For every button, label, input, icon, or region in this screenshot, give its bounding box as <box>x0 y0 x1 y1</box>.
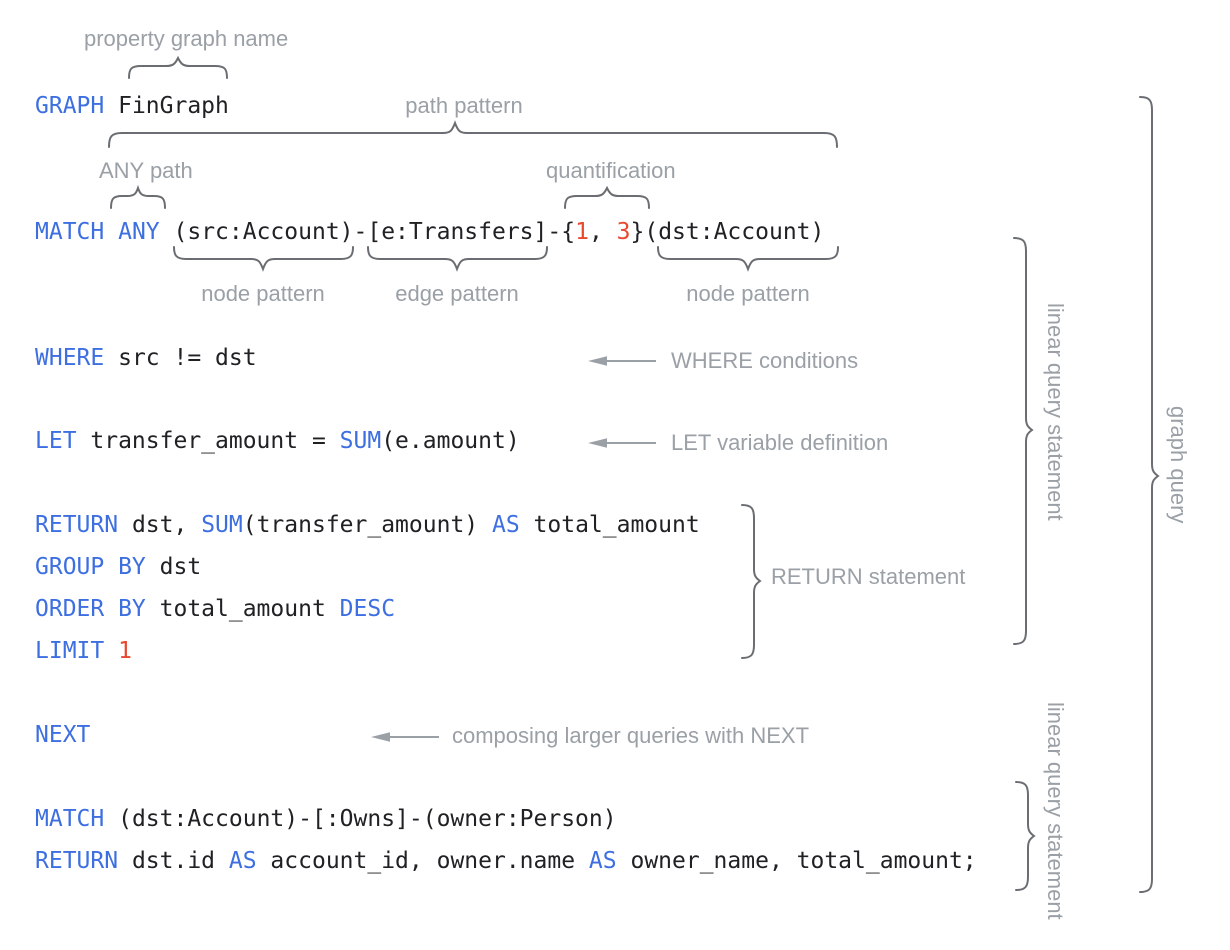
code-token: SUM <box>339 428 382 454</box>
code-token: 1 <box>118 638 132 664</box>
code-token: transfer_amount = <box>76 428 340 454</box>
code-line-return-final: RETURN dst.id AS account_id, owner.name … <box>35 848 977 874</box>
code-token: (dst:Account)-[:Owns]-(owner:Person) <box>104 806 617 832</box>
code-token: account_id, owner.name <box>256 848 589 874</box>
label-node-pattern-right: node pattern <box>686 281 810 306</box>
code-token <box>104 219 118 245</box>
brace-quantification <box>564 185 650 209</box>
code-token: AS <box>588 848 617 874</box>
brace-linear-query-bottom <box>1015 781 1036 891</box>
code-line-order-by: ORDER BY total_amount DESC <box>35 596 395 622</box>
brace-graph-query <box>1139 96 1160 893</box>
code-token: MATCH <box>35 219 105 245</box>
code-token: dst.id <box>118 848 229 874</box>
code-line-let: LET transfer_amount = SUM(e.amount) <box>35 428 520 454</box>
label-next-note: composing larger queries with NEXT <box>452 723 810 748</box>
label-node-pattern-left: node pattern <box>201 281 325 306</box>
code-token: ORDER BY <box>35 596 146 622</box>
code-line-match-any: MATCH ANY (src:Account)-[e:Transfers]-{1… <box>35 219 824 245</box>
label-path-pattern: path pattern <box>405 93 523 118</box>
brace-any-path <box>110 184 166 209</box>
code-token: (e.amount) <box>381 428 520 454</box>
code-token: , <box>588 219 617 245</box>
code-token: NEXT <box>35 722 91 748</box>
code-token: owner_name, total_amount; <box>616 848 977 874</box>
label-return-statement: RETURN statement <box>771 564 966 589</box>
label-let-variable-definition: LET variable definition <box>671 430 889 455</box>
code-token: 3 <box>616 219 631 245</box>
code-token: RETURN <box>35 848 119 874</box>
label-linear-query-statement-bottom: linear query statement <box>1043 702 1068 920</box>
brace-node-pattern-left <box>173 246 354 272</box>
code-token: SUM <box>201 512 243 538</box>
code-line-return-agg: RETURN dst, SUM(transfer_amount) AS tota… <box>35 512 700 538</box>
code-token: LET <box>35 428 77 454</box>
label-graph-query: graph query <box>1166 406 1191 524</box>
code-token: src != dst <box>104 345 257 371</box>
label-linear-query-statement-top: linear query statement <box>1043 303 1068 521</box>
brace-node-pattern-right <box>657 246 839 272</box>
code-line-next: NEXT <box>35 722 90 748</box>
code-token: (src:Account)-[e:Transfers]-{ <box>159 219 576 245</box>
label-property-graph-name: property graph name <box>84 26 289 51</box>
label-quantification: quantification <box>546 158 676 183</box>
code-token: GROUP BY <box>35 554 146 580</box>
label-any-path: ANY path <box>99 158 193 183</box>
code-token: MATCH <box>35 806 105 832</box>
code-token: LIMIT <box>35 638 105 664</box>
code-token: total_amount <box>519 512 700 538</box>
code-token: WHERE <box>35 345 105 371</box>
code-token: DESC <box>339 596 396 622</box>
brace-edge-pattern <box>367 246 548 272</box>
code-token: (transfer_amount) <box>242 512 492 538</box>
code-token: GRAPH <box>35 93 105 119</box>
code-token: dst <box>145 554 202 580</box>
code-token: RETURN <box>35 512 119 538</box>
next-arrow-icon <box>371 732 439 742</box>
let-arrow-icon <box>588 438 656 448</box>
where-arrow-icon <box>588 356 656 366</box>
code-token: AS <box>228 848 257 874</box>
code-token: total_amount <box>145 596 340 622</box>
code-token: FinGraph <box>104 93 229 119</box>
code-line-match-owns: MATCH (dst:Account)-[:Owns]-(owner:Perso… <box>35 806 617 832</box>
code-line-graph-clause: GRAPH FinGraph <box>35 93 229 119</box>
code-token <box>104 638 118 664</box>
code-token: AS <box>491 512 520 538</box>
brace-path-pattern <box>108 120 838 148</box>
code-line-limit: LIMIT 1 <box>35 638 132 664</box>
code-line-where: WHERE src != dst <box>35 345 257 371</box>
code-token: dst, <box>118 512 202 538</box>
brace-return-statement <box>741 504 762 659</box>
code-token: ANY <box>118 219 160 245</box>
code-token: }(dst:Account) <box>630 219 825 245</box>
label-edge-pattern: edge pattern <box>395 281 519 306</box>
label-where-conditions: WHERE conditions <box>671 348 859 373</box>
code-token: 1 <box>575 219 589 245</box>
brace-linear-query-top <box>1013 237 1034 645</box>
brace-property-graph-name <box>128 55 228 79</box>
code-line-group-by: GROUP BY dst <box>35 554 201 580</box>
